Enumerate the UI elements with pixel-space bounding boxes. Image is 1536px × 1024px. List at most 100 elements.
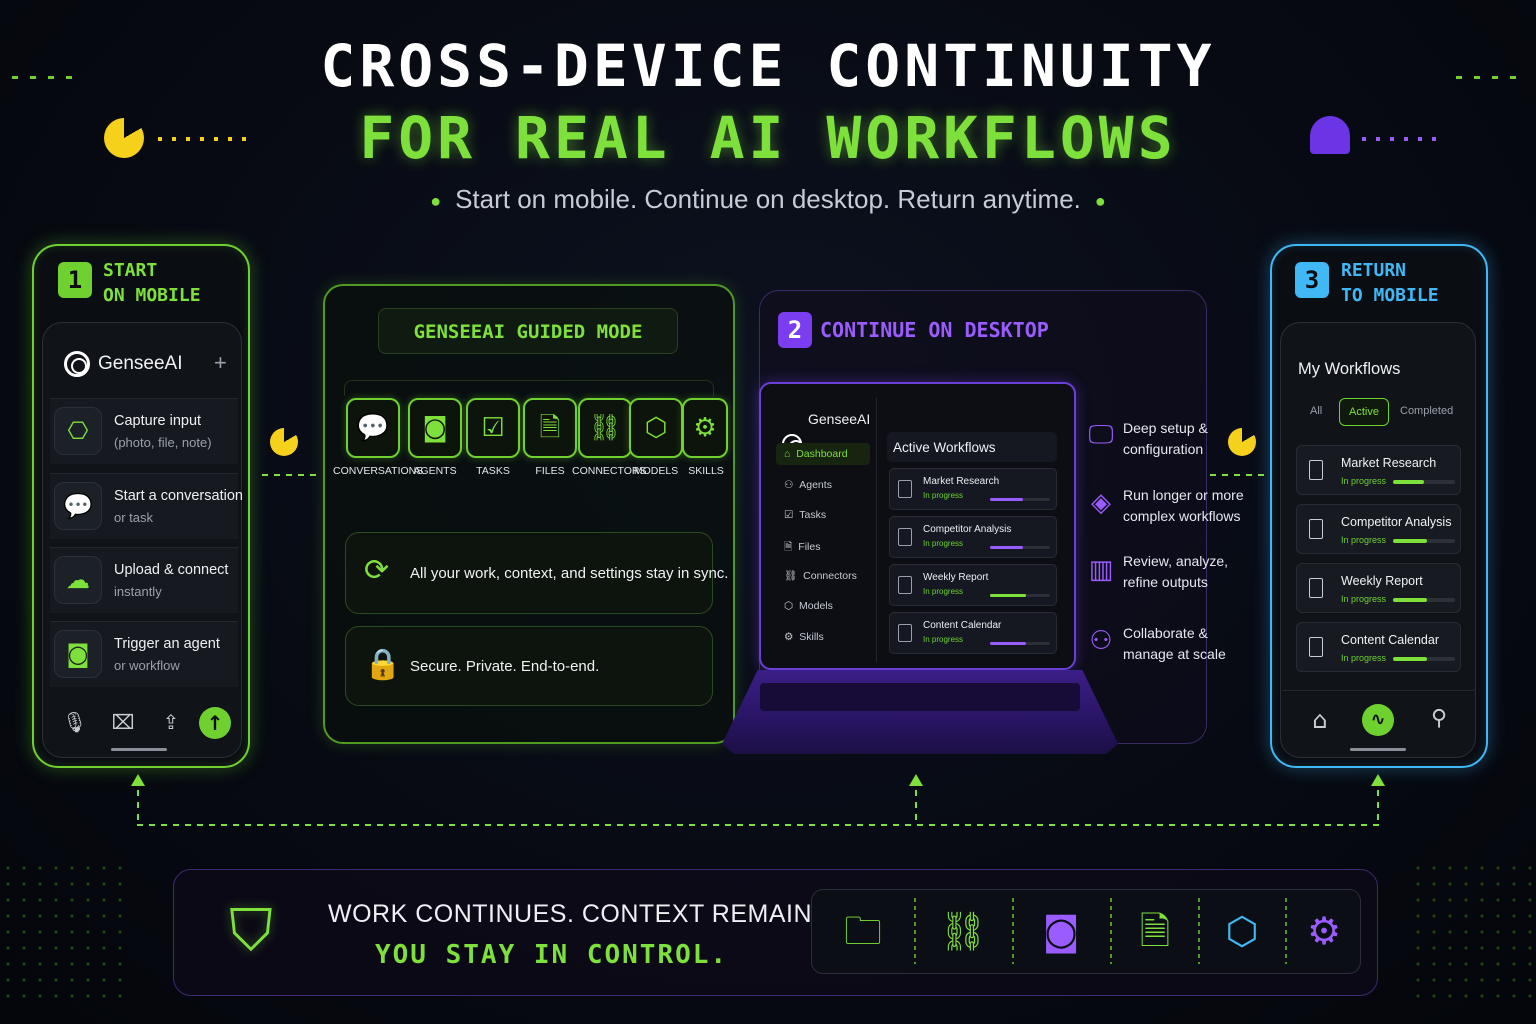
workflow-title: Weekly Report — [1341, 574, 1423, 588]
pacman-dots — [158, 137, 254, 141]
bottom-line2: YOU STAY IN CONTROL. — [375, 940, 729, 970]
sidebar-item-skills[interactable]: ⚙ Skills — [784, 631, 824, 643]
workflow-title: Competitor Analysis — [1341, 515, 1452, 529]
feature-text: Review, analyze,refine outputs — [1123, 551, 1228, 593]
users-icon: ⚇ — [1089, 626, 1113, 656]
progress-fill — [990, 642, 1026, 645]
tool-models[interactable]: ⬡ — [629, 398, 683, 458]
active-workflows-header — [887, 432, 1057, 462]
mobile-workflow-card[interactable]: Competitor Analysis In progress — [1296, 504, 1461, 554]
main-title-line1: CROSS-DEVICE CONTINUITY — [320, 32, 1216, 100]
tab-completed[interactable]: Completed — [1400, 405, 1454, 417]
action-sub: or task — [114, 510, 154, 525]
activity-button[interactable]: ∿ — [1362, 704, 1394, 736]
action-sub: instantly — [114, 584, 162, 599]
loop-connector-left — [137, 790, 139, 826]
step1-label-line2: ON MOBILE — [103, 285, 201, 306]
workflow-title: Weekly Report — [923, 572, 989, 583]
clipboard-icon — [1309, 460, 1323, 480]
workflow-title: Content Calendar — [923, 620, 1002, 631]
bottom-line1: WORK CONTINUES. CONTEXT REMAINS. — [328, 900, 837, 928]
desktop-workflow-card[interactable]: Weekly Report In progress — [889, 564, 1057, 606]
sidebar-label: Files — [798, 541, 821, 553]
sidebar-item-connectors[interactable]: ⛓ Connectors — [784, 570, 857, 582]
mobile-workflow-card[interactable]: Weekly Report In progress — [1296, 563, 1461, 613]
workflow-status: In progress — [923, 635, 964, 644]
connector-dash — [262, 474, 318, 476]
workflow-status: In progress — [1341, 653, 1387, 663]
tool-label: MODELS — [633, 465, 679, 477]
pixel-trail-right — [1456, 76, 1526, 79]
step1-badge: 1 — [58, 262, 92, 298]
desktop-workflow-card[interactable]: Market Research In progress — [889, 468, 1057, 510]
desktop-workflow-card[interactable]: Competitor Analysis In progress — [889, 516, 1057, 558]
feature-line1: Collaborate & — [1123, 625, 1208, 641]
tool-label: FILES — [535, 465, 565, 477]
send-button[interactable]: ↑ — [199, 707, 231, 739]
add-icon[interactable]: + — [214, 350, 227, 375]
share-icon[interactable]: ⇪ — [162, 710, 180, 734]
robot-icon: ◙ — [54, 630, 102, 678]
folder-icon: 🗀 — [843, 909, 882, 953]
tab-active[interactable]: Active — [1339, 398, 1389, 426]
workflow-progress — [990, 642, 1050, 645]
sidebar-label: Skills — [799, 631, 824, 643]
pacman-connector-left-icon — [270, 428, 298, 456]
clipboard-icon — [898, 624, 912, 642]
workflow-status: In progress — [923, 539, 964, 548]
workflow-title: Competitor Analysis — [923, 524, 1012, 535]
gensee-logo-icon — [64, 351, 90, 377]
tool-label: SKILLS — [688, 465, 724, 477]
tool-tasks[interactable]: ☑ — [466, 398, 520, 458]
home-icon[interactable]: ⌂ — [1312, 706, 1328, 734]
document-icon: 🗎 — [1139, 909, 1171, 953]
profile-icon[interactable]: ⚲ — [1430, 706, 1448, 731]
progress-fill — [1393, 598, 1428, 602]
mobile-action-agent[interactable]: ◙ Trigger an agent or workflow — [50, 621, 238, 687]
workflow-progress — [1393, 657, 1455, 661]
sync-icon: ⟳ — [364, 553, 390, 588]
ghost-icon — [1310, 116, 1350, 154]
sidebar-item-tasks[interactable]: ☑ Tasks — [784, 509, 827, 521]
microphone-icon[interactable]: 🎙 — [62, 710, 88, 734]
tool-connectors[interactable]: ⛓ — [578, 398, 632, 458]
sidebar-item-agents[interactable]: ⚇ Agents — [784, 479, 832, 491]
tab-all[interactable]: All — [1310, 405, 1323, 417]
secure-text: Secure. Private. End-to-end. — [410, 658, 600, 675]
feature-text: Collaborate &manage at scale — [1123, 623, 1226, 665]
sidebar-item-dashboard[interactable]: ⌂ Dashboard — [776, 443, 870, 465]
tools-row-backdrop — [344, 380, 714, 396]
ghost-dots — [1362, 137, 1442, 141]
pacman-icon — [104, 118, 144, 158]
mobile-action-capture[interactable]: ⎔ Capture input (photo, file, note) — [50, 398, 238, 464]
mobile-workflow-card[interactable]: Market Research In progress — [1296, 445, 1461, 495]
camera-button-icon[interactable]: ⌧ — [111, 710, 135, 734]
action-title: Upload & connect — [114, 562, 229, 578]
mobile-action-upload[interactable]: ☁ Upload & connect instantly — [50, 547, 238, 613]
layers-icon: ◈ — [1091, 488, 1111, 518]
feature-line1: Review, analyze, — [1123, 553, 1229, 569]
action-title: Capture input — [114, 413, 202, 429]
tool-conversations[interactable]: 💬 — [346, 398, 400, 458]
action-sub: or workflow — [114, 658, 180, 673]
mobile-workflow-card[interactable]: Content Calendar In progress — [1296, 622, 1461, 672]
desktop-workflow-card[interactable]: Content Calendar In progress — [889, 612, 1057, 654]
sidebar-item-models[interactable]: ⬡ Models — [784, 600, 833, 612]
sidebar-item-files[interactable]: 🗎 Files — [784, 541, 821, 553]
tool-agents[interactable]: ◙ — [408, 398, 462, 458]
chat-icon: 💬 — [54, 482, 102, 530]
tool-label: CONVERSATIONS — [333, 465, 424, 477]
tool-label: TASKS — [476, 465, 510, 477]
clipboard-icon — [1309, 637, 1323, 657]
tool-files[interactable]: 🗎 — [523, 398, 577, 458]
progress-fill — [1393, 539, 1428, 543]
mobile-action-conversation[interactable]: 💬 Start a conversation or task — [50, 473, 243, 539]
icon-separator — [1198, 898, 1200, 964]
tool-skills[interactable]: ⚙ — [682, 398, 728, 458]
arrow-up-icon — [131, 774, 145, 786]
workflow-status: In progress — [1341, 535, 1387, 545]
step3-label-line2: TO MOBILE — [1341, 285, 1439, 306]
link-icon: ⛓ — [938, 909, 988, 953]
progress-fill — [1393, 657, 1428, 661]
